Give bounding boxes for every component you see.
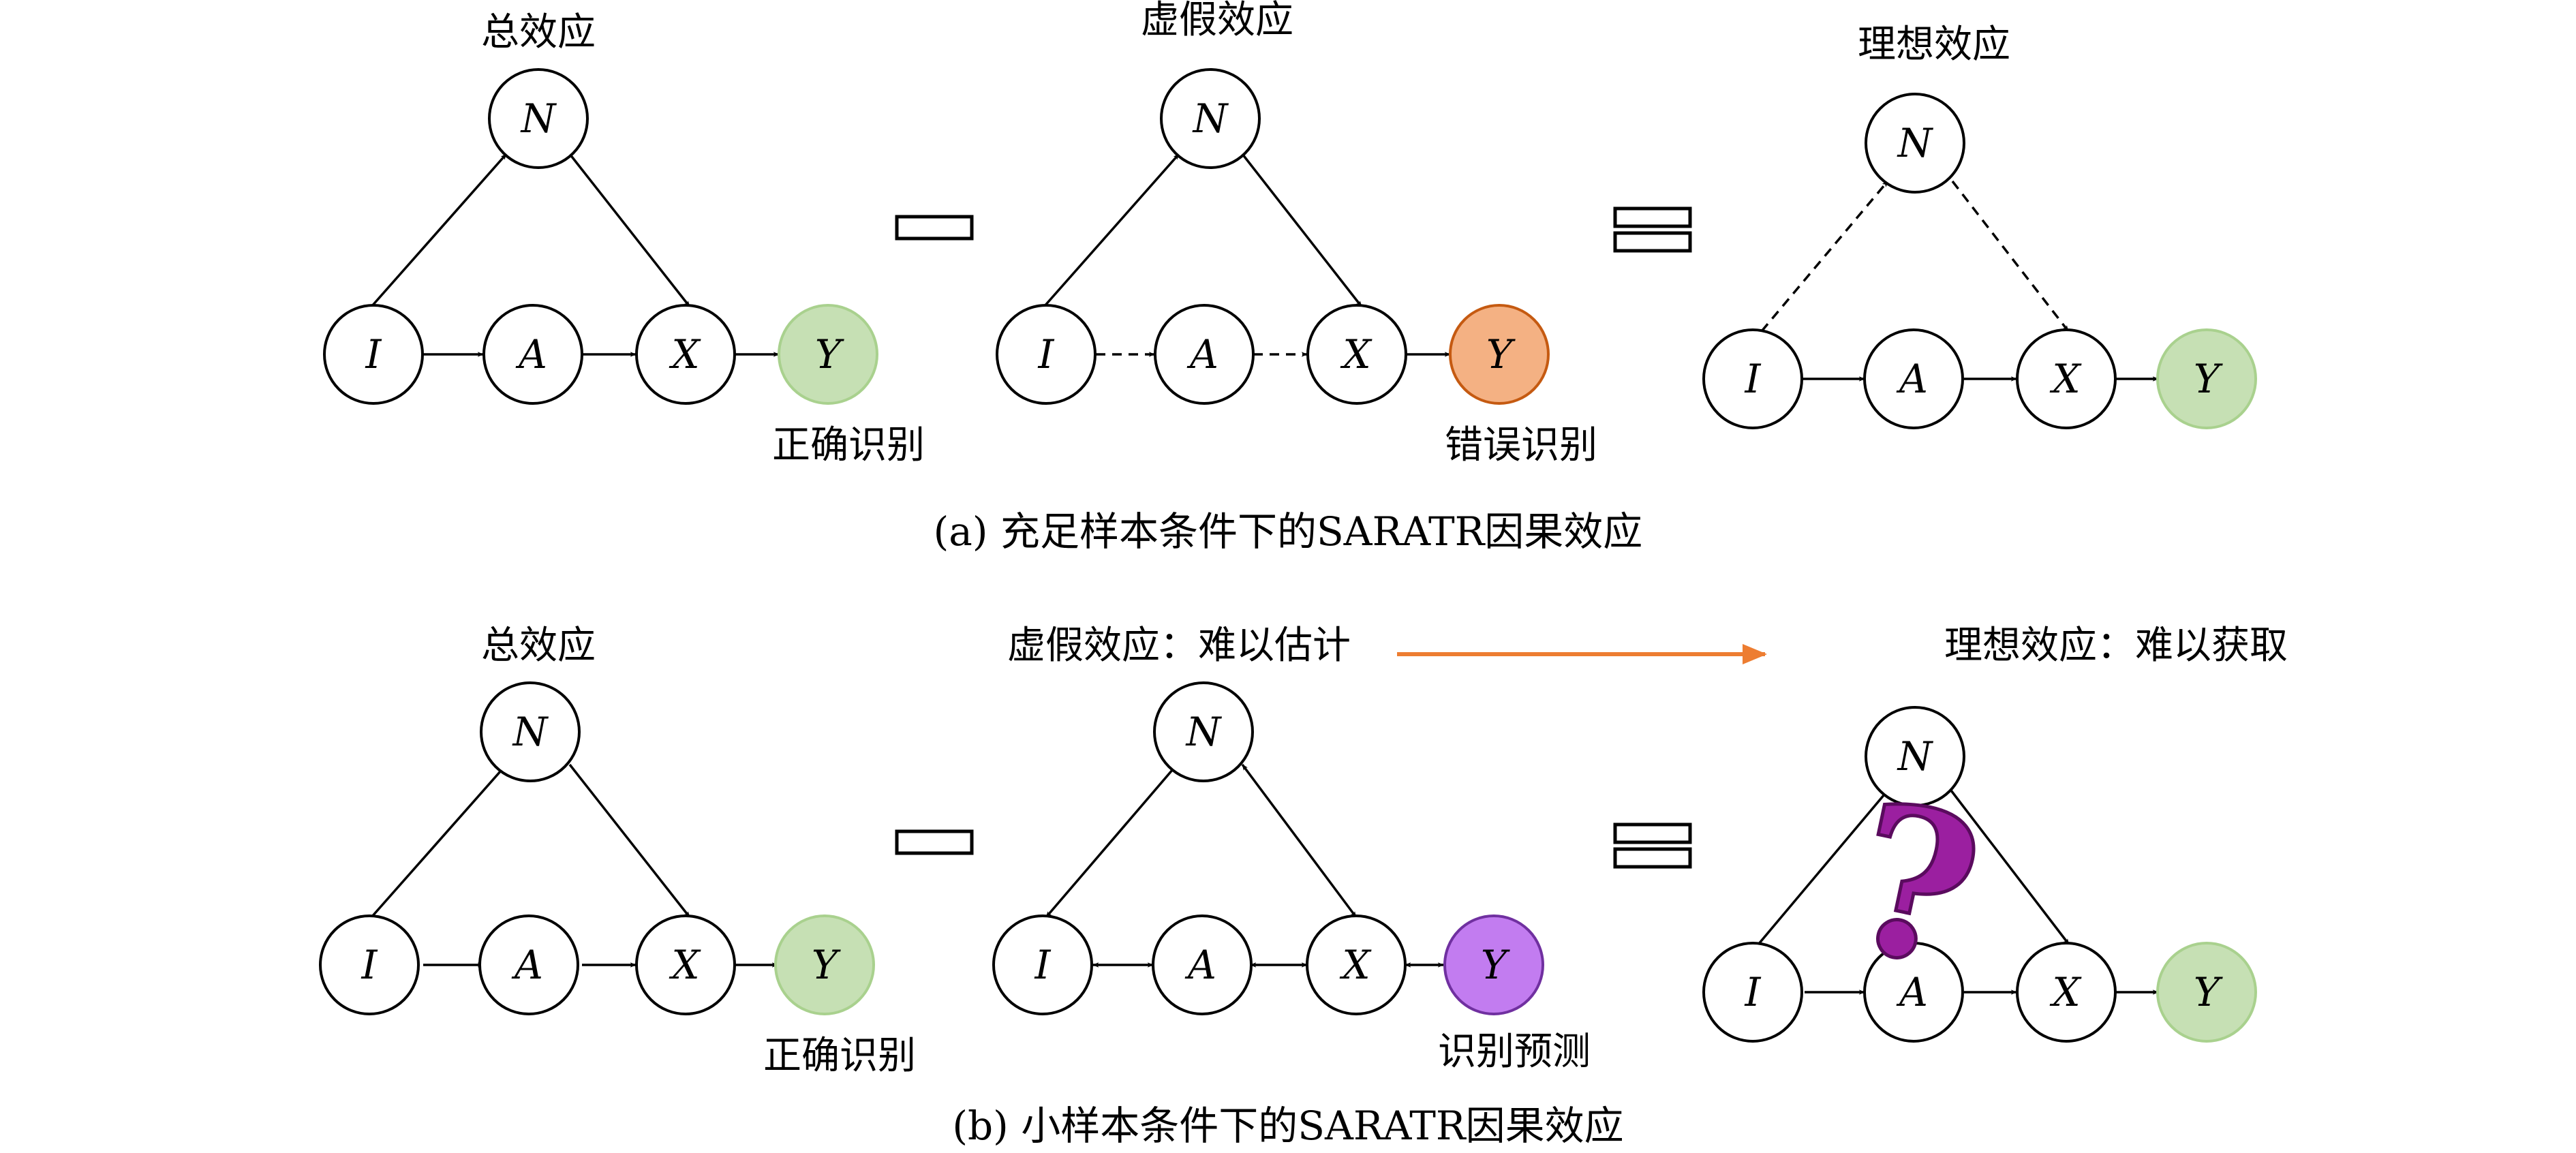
node-x: X bbox=[635, 914, 736, 1015]
node-a: A bbox=[1152, 914, 1253, 1015]
svg-text:Y: Y bbox=[1486, 331, 1516, 378]
svg-text:A: A bbox=[1896, 356, 1928, 402]
svg-text:I: I bbox=[1038, 331, 1055, 378]
node-n: N bbox=[1865, 93, 1965, 194]
svg-text:N: N bbox=[520, 95, 557, 142]
graph-b-ideal: 理想效应：难以获取 N I A X Y ? bbox=[1702, 624, 2288, 1043]
svg-text:Y: Y bbox=[815, 331, 844, 378]
node-x: X bbox=[1306, 914, 1407, 1015]
svg-text:A: A bbox=[1186, 331, 1218, 378]
node-y-correct: Y bbox=[774, 914, 875, 1015]
svg-text:N: N bbox=[1897, 733, 1934, 780]
note-recognition-prediction-b: 识别预测 bbox=[1438, 1030, 1591, 1074]
graph-b-total: 总效应 N I A X Y 正确识别 bbox=[319, 624, 916, 1078]
node-i: I bbox=[1702, 942, 1803, 1043]
graph-a-spurious: 虚假效应 N I A X Y 错误识别 bbox=[996, 0, 1597, 467]
graph-a-total: 总效应 N I A X Y 正确识别 bbox=[323, 10, 925, 467]
minus-sign-b bbox=[895, 829, 974, 855]
svg-text:A: A bbox=[1184, 942, 1216, 988]
title-spurious-effect-a: 虚假效应 bbox=[1141, 0, 1293, 42]
minus-sign-a bbox=[895, 215, 974, 241]
svg-text:I: I bbox=[361, 942, 378, 988]
svg-text:N: N bbox=[1897, 120, 1934, 166]
node-y-wrong: Y bbox=[1449, 304, 1550, 405]
svg-text:Y: Y bbox=[812, 942, 841, 988]
node-i: I bbox=[319, 914, 420, 1015]
node-i: I bbox=[1702, 328, 1803, 429]
title-spurious-effect-b: 虚假效应：难以估计 bbox=[1007, 624, 1351, 668]
node-a: A bbox=[1863, 328, 1964, 429]
svg-text:I: I bbox=[1745, 969, 1762, 1015]
graph-a-ideal: 理想效应 N I A X Y bbox=[1702, 22, 2257, 429]
node-i: I bbox=[323, 304, 424, 405]
title-ideal-effect-a: 理想效应 bbox=[1858, 22, 2010, 67]
node-y-correct: Y bbox=[778, 304, 878, 405]
node-x: X bbox=[635, 304, 736, 405]
node-y-correct: Y bbox=[2156, 942, 2257, 1043]
graph-b-spurious: 虚假效应：难以估计 N I A X Y 识别预测 bbox=[992, 624, 1591, 1074]
title-total-effect-a: 总效应 bbox=[481, 10, 596, 55]
title-ideal-effect-b: 理想效应：难以获取 bbox=[1944, 624, 2288, 668]
node-a: A bbox=[1154, 304, 1255, 405]
svg-text:I: I bbox=[365, 331, 382, 378]
node-a: A bbox=[1863, 942, 1964, 1043]
svg-text:A: A bbox=[1896, 969, 1928, 1015]
node-n: N bbox=[480, 681, 581, 782]
title-total-effect-b: 总效应 bbox=[481, 624, 596, 668]
svg-text:A: A bbox=[515, 331, 547, 378]
node-i: I bbox=[992, 914, 1093, 1015]
svg-text:N: N bbox=[512, 709, 549, 755]
caption-a: (a) 充足样本条件下的SARATR因果效应 bbox=[934, 508, 1643, 555]
svg-text:X: X bbox=[669, 942, 701, 988]
node-n: N bbox=[488, 68, 589, 169]
note-correct-recognition-b: 正确识别 bbox=[763, 1034, 916, 1078]
svg-text:N: N bbox=[1192, 95, 1229, 142]
node-n: N bbox=[1865, 706, 1965, 807]
note-correct-recognition-a: 正确识别 bbox=[772, 423, 925, 467]
node-y-correct: Y bbox=[2156, 328, 2257, 429]
svg-text:X: X bbox=[2049, 356, 2082, 402]
node-x: X bbox=[1306, 304, 1407, 405]
row-b: 总效应 N I A X Y 正确识别 虚假效应：难以估计 N I A X bbox=[319, 624, 2288, 1149]
caption-b: (b) 小样本条件下的SARATR因果效应 bbox=[952, 1103, 1623, 1149]
equals-sign-b bbox=[1613, 823, 1692, 869]
svg-text:I: I bbox=[1745, 356, 1762, 402]
svg-text:X: X bbox=[2049, 969, 2082, 1015]
svg-text:Y: Y bbox=[1481, 942, 1510, 988]
row-a: 总效应 N I A X Y 正确识别 虚假效应 N I A X bbox=[323, 0, 2257, 555]
node-n: N bbox=[1153, 681, 1254, 782]
svg-text:Y: Y bbox=[2194, 969, 2223, 1015]
node-i: I bbox=[996, 304, 1097, 405]
node-x: X bbox=[2016, 942, 2117, 1043]
svg-text:N: N bbox=[1185, 709, 1223, 755]
node-y-predict: Y bbox=[1443, 914, 1544, 1015]
node-a: A bbox=[482, 304, 583, 405]
node-n: N bbox=[1160, 68, 1261, 169]
node-x: X bbox=[2016, 328, 2117, 429]
note-wrong-recognition-a: 错误识别 bbox=[1445, 423, 1597, 467]
equals-sign-a bbox=[1613, 206, 1692, 253]
svg-text:X: X bbox=[669, 331, 701, 378]
svg-text:I: I bbox=[1034, 942, 1052, 988]
question-mark-icon: ? bbox=[1831, 756, 1998, 1016]
svg-text:Y: Y bbox=[2194, 356, 2223, 402]
svg-text:A: A bbox=[511, 942, 543, 988]
svg-text:X: X bbox=[1339, 942, 1372, 988]
node-a: A bbox=[478, 914, 579, 1015]
svg-text:X: X bbox=[1340, 331, 1373, 378]
